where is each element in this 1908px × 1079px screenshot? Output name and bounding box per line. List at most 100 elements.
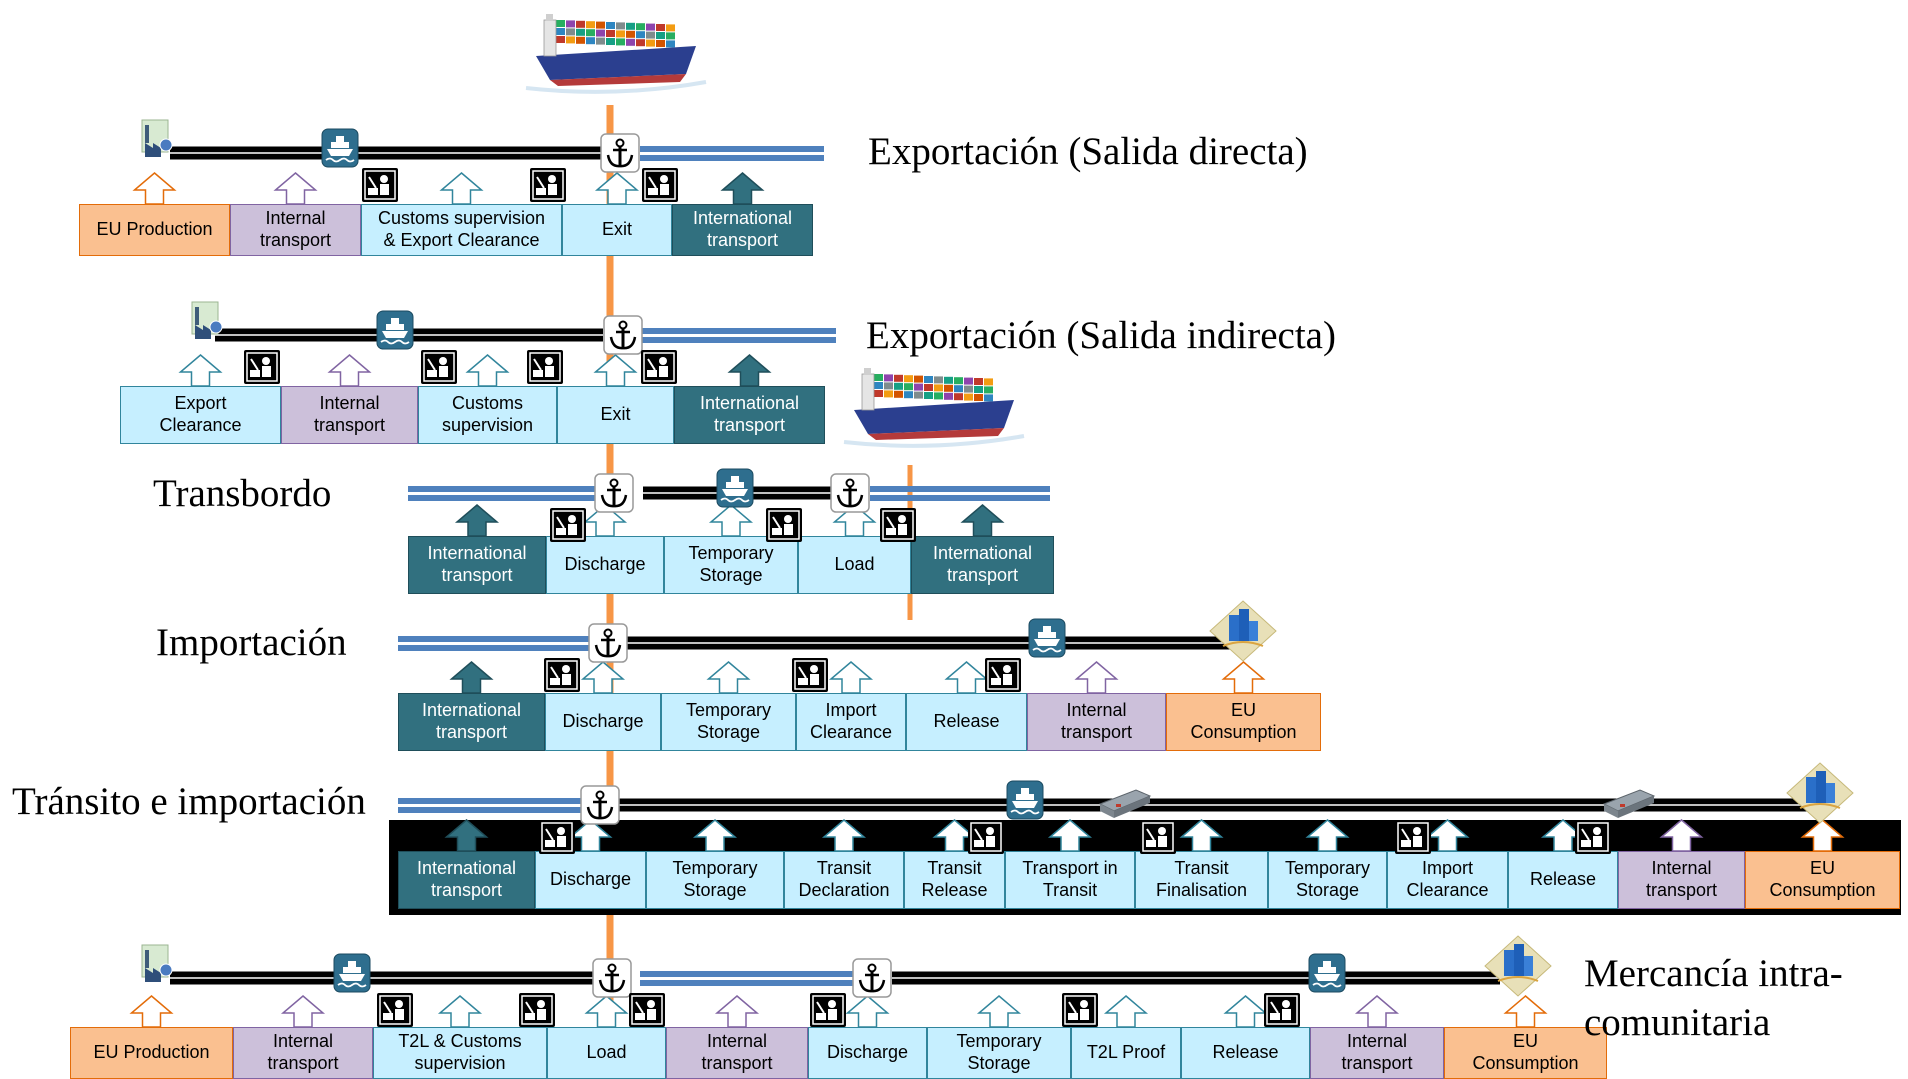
step-arrow-transshipment-2 bbox=[582, 504, 628, 537]
step-export-indirect-1: Export Clearance bbox=[120, 386, 281, 444]
step-arrow-intra-community-5 bbox=[714, 995, 760, 1028]
step-import-5: Release bbox=[906, 693, 1027, 751]
step-import-6: Internal transport bbox=[1027, 693, 1166, 751]
customs-officer-icon-3-0 bbox=[544, 658, 580, 692]
title-transshipment: Transbordo bbox=[153, 472, 332, 515]
customs-officer-icon-1-3 bbox=[641, 350, 677, 384]
customs-officer-icon-2-0 bbox=[550, 508, 586, 542]
title-intra-community: Mercancía intra- comunitaria bbox=[1584, 952, 1843, 1044]
customs-officer-icon-4-2 bbox=[1140, 820, 1176, 854]
step-transshipment-1: International transport bbox=[408, 536, 546, 594]
step-arrow-transit-import-6 bbox=[1047, 819, 1093, 852]
customs-officer-icon-1-1 bbox=[421, 350, 457, 384]
step-transit-import-9: Import Clearance bbox=[1387, 851, 1508, 909]
anchor-icon-3-0 bbox=[588, 623, 628, 663]
step-arrow-import-5 bbox=[944, 661, 989, 694]
step-transit-import-2: Discharge bbox=[535, 851, 646, 909]
step-arrow-transit-import-9 bbox=[1425, 819, 1470, 852]
step-arrow-export-indirect-4 bbox=[593, 354, 638, 387]
step-transshipment-2: Discharge bbox=[546, 536, 664, 594]
port-ship-icon-3-0 bbox=[1028, 618, 1066, 658]
step-arrow-transit-import-1 bbox=[444, 819, 489, 852]
customs-officer-icon-5-4 bbox=[1062, 993, 1098, 1027]
step-arrow-intra-community-8 bbox=[1103, 995, 1149, 1028]
step-export-direct-2: Internal transport bbox=[230, 204, 361, 256]
step-intra-community-11: EU Consumption bbox=[1444, 1027, 1607, 1079]
customs-officer-icon-4-1 bbox=[968, 820, 1004, 854]
step-arrow-transit-import-7 bbox=[1179, 819, 1224, 852]
step-transit-import-8: Temporary Storage bbox=[1268, 851, 1387, 909]
step-arrow-import-3 bbox=[706, 661, 751, 694]
step-intra-community-10: Internal transport bbox=[1310, 1027, 1444, 1079]
customs-officer-icon-5-1 bbox=[519, 993, 555, 1027]
customs-officer-icon-1-2 bbox=[527, 350, 563, 384]
step-arrow-import-4 bbox=[828, 661, 874, 694]
anchor-icon-2-0 bbox=[594, 473, 634, 513]
step-arrow-export-indirect-5 bbox=[727, 354, 772, 387]
step-import-1: International transport bbox=[398, 693, 545, 751]
step-intra-community-1: EU Production bbox=[70, 1027, 233, 1079]
port-ship-icon-1-0 bbox=[376, 310, 414, 350]
step-arrow-export-direct-2 bbox=[273, 172, 318, 205]
step-arrow-transit-import-12 bbox=[1800, 819, 1845, 852]
step-import-7: EU Consumption bbox=[1166, 693, 1321, 751]
customs-officer-icon-1-0 bbox=[244, 350, 280, 384]
step-transit-import-6: Transport in Transit bbox=[1005, 851, 1135, 909]
step-arrow-intra-community-7 bbox=[976, 995, 1022, 1028]
port-ship-icon-5-1 bbox=[1308, 953, 1346, 993]
step-transshipment-5: International transport bbox=[911, 536, 1054, 594]
anchor-icon-5-1 bbox=[852, 958, 892, 998]
customs-officer-icon-4-3 bbox=[1395, 820, 1431, 854]
step-arrow-export-indirect-3 bbox=[465, 354, 510, 387]
step-arrow-transit-import-8 bbox=[1305, 819, 1350, 852]
port-ship-icon-2-0 bbox=[716, 468, 754, 508]
customs-officer-icon-5-5 bbox=[1264, 993, 1300, 1027]
step-export-indirect-4: Exit bbox=[557, 386, 674, 444]
step-arrow-transshipment-3 bbox=[708, 504, 754, 537]
step-arrow-intra-community-4 bbox=[584, 995, 629, 1028]
title-transit-import: Tránsito e importación bbox=[12, 780, 366, 823]
customs-officer-icon-2-2 bbox=[880, 508, 916, 542]
step-transit-import-12: EU Consumption bbox=[1745, 851, 1900, 909]
step-export-indirect-2: Internal transport bbox=[281, 386, 418, 444]
city-icon-4 bbox=[1786, 762, 1854, 824]
step-arrow-export-direct-1 bbox=[132, 172, 177, 205]
step-intra-community-2: Internal transport bbox=[233, 1027, 373, 1079]
truck-icon-4-0 bbox=[1098, 789, 1152, 818]
customs-officer-icon-3-2 bbox=[985, 658, 1021, 692]
step-export-indirect-5: International transport bbox=[674, 386, 825, 444]
step-arrow-transshipment-4 bbox=[832, 504, 877, 537]
step-intra-community-7: Temporary Storage bbox=[927, 1027, 1071, 1079]
step-arrow-transshipment-5 bbox=[960, 504, 1005, 537]
city-icon-3 bbox=[1209, 600, 1277, 662]
port-ship-icon-4-0 bbox=[1006, 780, 1044, 820]
step-intra-community-9: Release bbox=[1181, 1027, 1310, 1079]
anchor-icon-1-0 bbox=[603, 315, 643, 355]
step-arrow-intra-community-6 bbox=[845, 995, 890, 1028]
step-export-direct-3: Customs supervision & Export Clearance bbox=[361, 204, 562, 256]
customs-officer-icon-5-0 bbox=[377, 993, 413, 1027]
customs-officer-icon-3-1 bbox=[792, 658, 828, 692]
step-arrow-import-1 bbox=[449, 661, 494, 694]
customs-officer-icon-0-1 bbox=[530, 168, 566, 202]
title-export-direct: Exportación (Salida directa) bbox=[868, 130, 1308, 173]
step-intra-community-3: T2L & Customs supervision bbox=[373, 1027, 547, 1079]
city-icon-5 bbox=[1484, 935, 1552, 997]
step-arrow-intra-community-3 bbox=[437, 995, 483, 1028]
step-transit-import-10: Release bbox=[1508, 851, 1618, 909]
customs-officer-icon-2-1 bbox=[766, 508, 802, 542]
step-arrow-export-indirect-1 bbox=[178, 354, 223, 387]
customs-officer-icon-0-2 bbox=[642, 168, 678, 202]
step-arrow-transit-import-3 bbox=[692, 819, 738, 852]
step-arrow-intra-community-1 bbox=[129, 995, 174, 1028]
customs-officer-icon-4-0 bbox=[539, 820, 575, 854]
step-arrow-intra-community-11 bbox=[1503, 995, 1548, 1028]
anchor-icon-5-0 bbox=[592, 958, 632, 998]
title-import: Importación bbox=[156, 621, 347, 664]
customs-officer-icon-0-0 bbox=[362, 168, 398, 202]
step-intra-community-6: Discharge bbox=[808, 1027, 927, 1079]
title-export-indirect: Exportación (Salida indirecta) bbox=[866, 314, 1336, 357]
